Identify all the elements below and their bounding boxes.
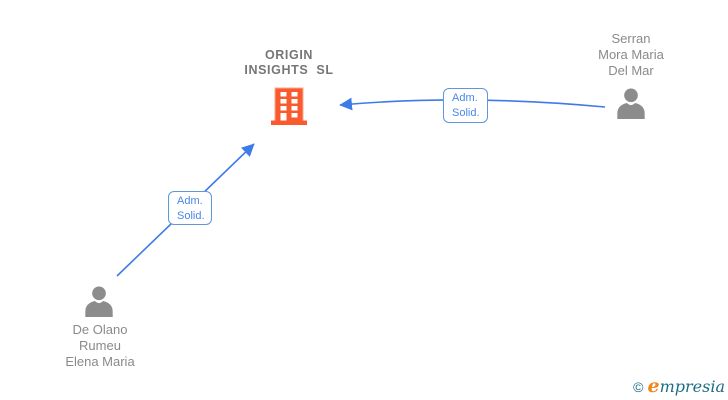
person-name-line: Mora Maria xyxy=(598,47,664,62)
person-node-serran[interactable] xyxy=(614,88,648,119)
person-name-line: Elena Maria xyxy=(65,354,135,369)
copyright-icon: © xyxy=(633,379,644,395)
building-icon xyxy=(271,87,307,125)
brand-footer[interactable]: © empresia xyxy=(633,375,725,397)
brand-logo: empresia xyxy=(648,375,726,397)
edge-label-deolano: Adm. Solid. xyxy=(168,191,212,225)
person-name-line: De Olano xyxy=(72,322,128,337)
edge-label-line: Solid. xyxy=(177,210,205,222)
person-name-line: Del Mar xyxy=(608,63,654,78)
edge-label-serran: Adm. Solid. xyxy=(443,88,488,123)
brand-logo-e: e xyxy=(647,375,660,397)
person-name-line: Serran xyxy=(611,31,651,46)
person-icon xyxy=(617,88,645,119)
brand-logo-rest: mpresia xyxy=(659,377,725,396)
person-node-deolano[interactable] xyxy=(82,286,116,317)
edge-label-line: Adm. xyxy=(452,92,478,104)
company-name-line1: ORIGIN xyxy=(264,48,314,62)
company-name[interactable]: ORIGIN INSIGHTS SL xyxy=(214,48,364,78)
person-name-deolano[interactable]: De Olano Rumeu Elena Maria xyxy=(30,322,170,370)
company-name-line2: INSIGHTS SL xyxy=(244,63,334,77)
person-name-line: Rumeu xyxy=(79,338,121,353)
person-name-serran[interactable]: Serran Mora Maria Del Mar xyxy=(561,31,701,79)
edge-label-line: Solid. xyxy=(452,107,480,119)
edge-label-line: Adm. xyxy=(177,195,203,207)
company-node[interactable] xyxy=(270,87,308,126)
person-icon xyxy=(85,286,113,317)
